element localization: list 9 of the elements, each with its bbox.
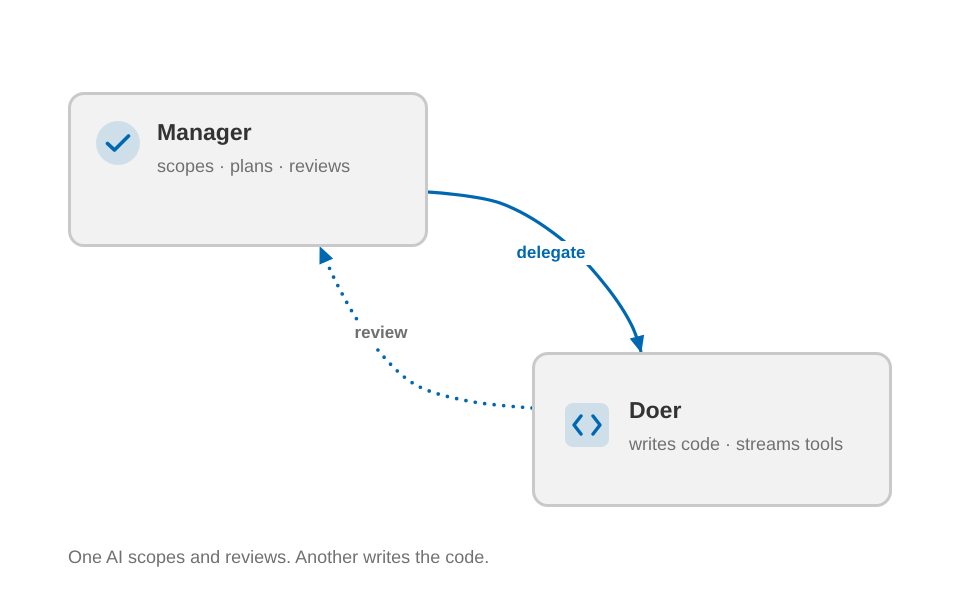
node-title: Manager [157, 118, 253, 146]
node-box [68, 92, 428, 247]
arrow [318, 245, 534, 410]
node-description: scopes · plans · reviews [157, 155, 350, 178]
node-description: writes code · streams tools [629, 433, 844, 456]
node-box [532, 352, 892, 507]
node-title: Doer [629, 396, 682, 424]
arrow [428, 190, 644, 353]
caption: One AI scopes and reviews. Another writes the code. [68, 546, 490, 569]
